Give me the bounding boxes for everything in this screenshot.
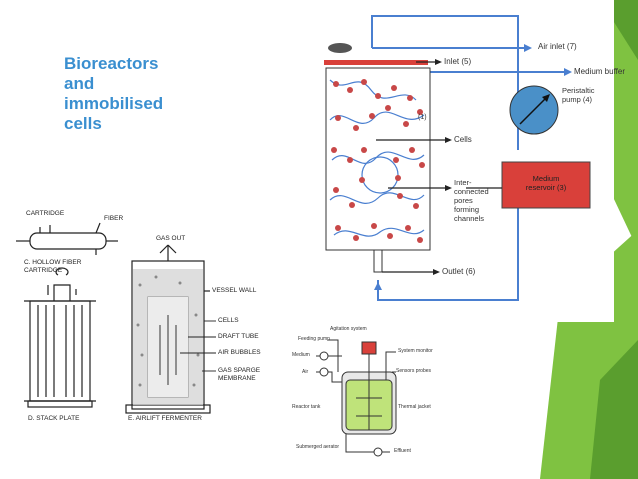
vessel-wall-label: VESSEL WALL bbox=[212, 287, 257, 294]
cells-label: Cells bbox=[454, 135, 472, 144]
pump-label-line-2: pump (4) bbox=[562, 95, 593, 104]
pump-label: Peristaltic pump (4) bbox=[562, 86, 595, 104]
slide-title: Bioreactors and immobilised cells bbox=[64, 54, 214, 134]
title-line-1: Bioreactors bbox=[64, 54, 159, 73]
cap-icon bbox=[328, 43, 352, 53]
channels-label-line-4: forming bbox=[454, 205, 480, 214]
stirred-tank-svg bbox=[316, 339, 397, 457]
agitation-system-label: Agitation system bbox=[330, 326, 367, 332]
channels-label-line-2: connected bbox=[454, 187, 489, 196]
cartridge-label: CARTRIDGE bbox=[26, 210, 65, 217]
effluent-pump-icon bbox=[373, 447, 383, 457]
thermal-jacket-label: Thermal jacket bbox=[398, 404, 431, 410]
immobilised-cell-bioreactor-diagram: Air inlet (7) Inlet (5) Medium buffer (1… bbox=[316, 0, 625, 322]
sensor-probes-label: Sensors probes bbox=[396, 368, 432, 374]
reservoir-label: Medium reservoir (3) bbox=[512, 174, 580, 192]
title-line-4: cells bbox=[64, 114, 102, 133]
channels-label-line-3: pores bbox=[454, 196, 473, 205]
channels-label-line-5: channels bbox=[454, 214, 485, 223]
reactor-types-diagram: CARTRIDGE FIBER C. HOLLOW FIBER CARTRIDG… bbox=[10, 205, 272, 427]
air-label: Air bbox=[302, 369, 309, 375]
inlet-label: Inlet (5) bbox=[444, 57, 472, 66]
medium-reservoir-box bbox=[501, 161, 591, 209]
gas-out-label: GAS OUT bbox=[156, 235, 186, 242]
hollow-fiber-caption-line-2: CARTRIDGE bbox=[24, 267, 63, 274]
cells-number-label: (1) bbox=[418, 114, 427, 121]
hollow-fiber-caption: C. HOLLOW FIBER CARTRIDGE bbox=[24, 259, 81, 275]
reservoir-label-line-1: Medium bbox=[532, 174, 560, 183]
gas-sparge-label-line-2: MEMBRANE bbox=[218, 375, 256, 382]
title-line-2: and bbox=[64, 74, 95, 93]
medium-label: Medium bbox=[292, 352, 310, 358]
medium-buffer-label: Medium buffer bbox=[574, 67, 625, 76]
channels-label-line-1: Inter- bbox=[454, 178, 472, 187]
title-line-3: immobilised bbox=[64, 94, 164, 113]
stirred-tank-reactor-diagram: Agitation system Feeding pump Medium Air… bbox=[286, 322, 446, 472]
air-pump-icon bbox=[319, 367, 329, 377]
gas-sparge-label-line-1: GAS SPARGE bbox=[218, 367, 261, 374]
medium-pump-icon bbox=[319, 351, 329, 361]
stack-plate-caption: D. STACK PLATE bbox=[28, 415, 80, 422]
reactor-tank-label: Reactor tank bbox=[292, 404, 321, 410]
bioreactor-svg bbox=[324, 15, 591, 301]
airlift-caption: E. AIRLIFT FERMENTER bbox=[128, 415, 202, 422]
cells-label-left: CELLS bbox=[218, 317, 239, 324]
gas-sparge-label: GAS SPARGE MEMBRANE bbox=[218, 367, 260, 383]
motor-icon bbox=[361, 341, 377, 355]
air-inlet-label: Air inlet (7) bbox=[538, 42, 577, 51]
system-monitor-label: System monitor bbox=[398, 348, 433, 354]
draft-tube-label: DRAFT TUBE bbox=[218, 333, 259, 340]
fiber-label: FIBER bbox=[104, 215, 124, 222]
submerged-aerator-label: Submerged aerator bbox=[296, 444, 340, 450]
reactor-types-svg bbox=[16, 222, 216, 414]
reservoir-label-line-2: reservoir (3) bbox=[525, 183, 567, 192]
pump-label-line-1: Peristaltic bbox=[562, 86, 595, 95]
feeding-pump-label: Feeding pump bbox=[298, 336, 330, 342]
effluent-label: Effluent bbox=[394, 448, 411, 454]
hollow-fiber-caption-line-1: C. HOLLOW FIBER bbox=[24, 259, 82, 266]
outlet-label: Outlet (6) bbox=[442, 267, 476, 276]
air-bubbles-label: AIR BUBBLES bbox=[218, 349, 261, 356]
channels-label: Inter- connected pores forming channels bbox=[454, 178, 489, 223]
